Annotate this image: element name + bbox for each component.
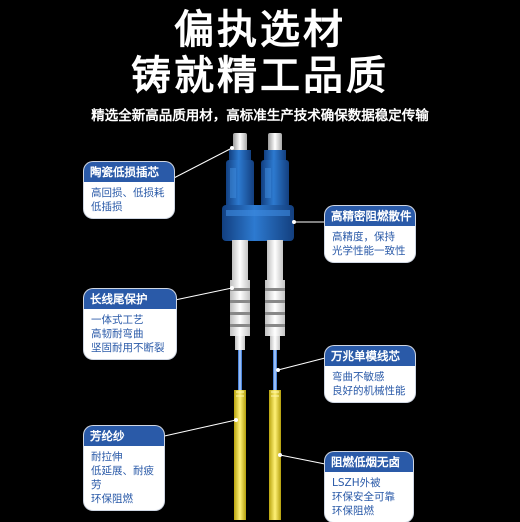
callout-line: 低插损 — [91, 201, 123, 213]
callout-ceramic-ferrule: 陶瓷低损插芯 高回损、低损耗 低插损 — [84, 162, 174, 218]
callout-title: 陶瓷低损插芯 — [84, 162, 174, 182]
right-fiber-core — [273, 350, 277, 392]
callout-title: 芳纶纱 — [84, 426, 164, 446]
callout-line: 环保阻燃 — [91, 493, 133, 505]
title-line-1: 偏执选材 — [174, 7, 346, 53]
callout-aramid-yarn: 芳纶纱 耐拉伸 低延展、耐疲劳 环保阻燃 — [84, 426, 164, 510]
callout-title: 高精密阻燃散件 — [325, 206, 415, 226]
callout-tail-protection: 长线尾保护 一体式工艺 高韧耐弯曲 坚固耐用不断裂 — [84, 289, 176, 359]
callout-lszh-jacket: 阻燃低烟无卤 LSZH外被 环保安全可靠 环保阻燃 — [325, 452, 413, 522]
callout-line: 耐拉伸 — [91, 451, 123, 463]
callout-line: 坚固耐用不断裂 — [91, 342, 165, 354]
callout-line: 弯曲不敏感 — [332, 371, 385, 383]
callout-title: 长线尾保护 — [84, 289, 176, 309]
callout-line: 低延展、耐疲劳 — [91, 465, 154, 491]
left-fiber-core — [238, 350, 242, 392]
right-connector — [261, 133, 289, 212]
callout-line: LSZH外被 — [332, 477, 381, 489]
left-boot — [230, 240, 250, 350]
callout-line: 环保安全可靠 — [332, 491, 395, 503]
callout-title: 阻燃低烟无卤 — [325, 452, 413, 472]
right-boot — [265, 240, 285, 350]
left-yellow-cable — [234, 390, 246, 520]
callout-precision-parts: 高精密阻燃散件 高精度，保持 光学性能一致性 — [325, 206, 415, 262]
callout-singlemode-core: 万兆单模线芯 弯曲不敏感 良好的机械性能 — [325, 346, 415, 402]
callout-line: 良好的机械性能 — [332, 385, 406, 397]
callout-line: 高精度，保持 — [332, 231, 395, 243]
callout-line: 环保阻燃 — [332, 505, 374, 517]
subtitle: 精选全新高品质用材，高标准生产技术确保数据稳定传输 — [91, 108, 429, 124]
callout-line: 光学性能一致性 — [332, 245, 406, 257]
title-line-2: 铸就精工品质 — [131, 53, 389, 99]
callout-title: 万兆单模线芯 — [325, 346, 415, 366]
callout-line: 高回损、低损耗 — [91, 187, 165, 199]
callout-line: 一体式工艺 — [91, 314, 144, 326]
callout-line: 高韧耐弯曲 — [91, 328, 144, 340]
right-yellow-cable — [269, 390, 281, 520]
left-connector — [226, 133, 254, 212]
